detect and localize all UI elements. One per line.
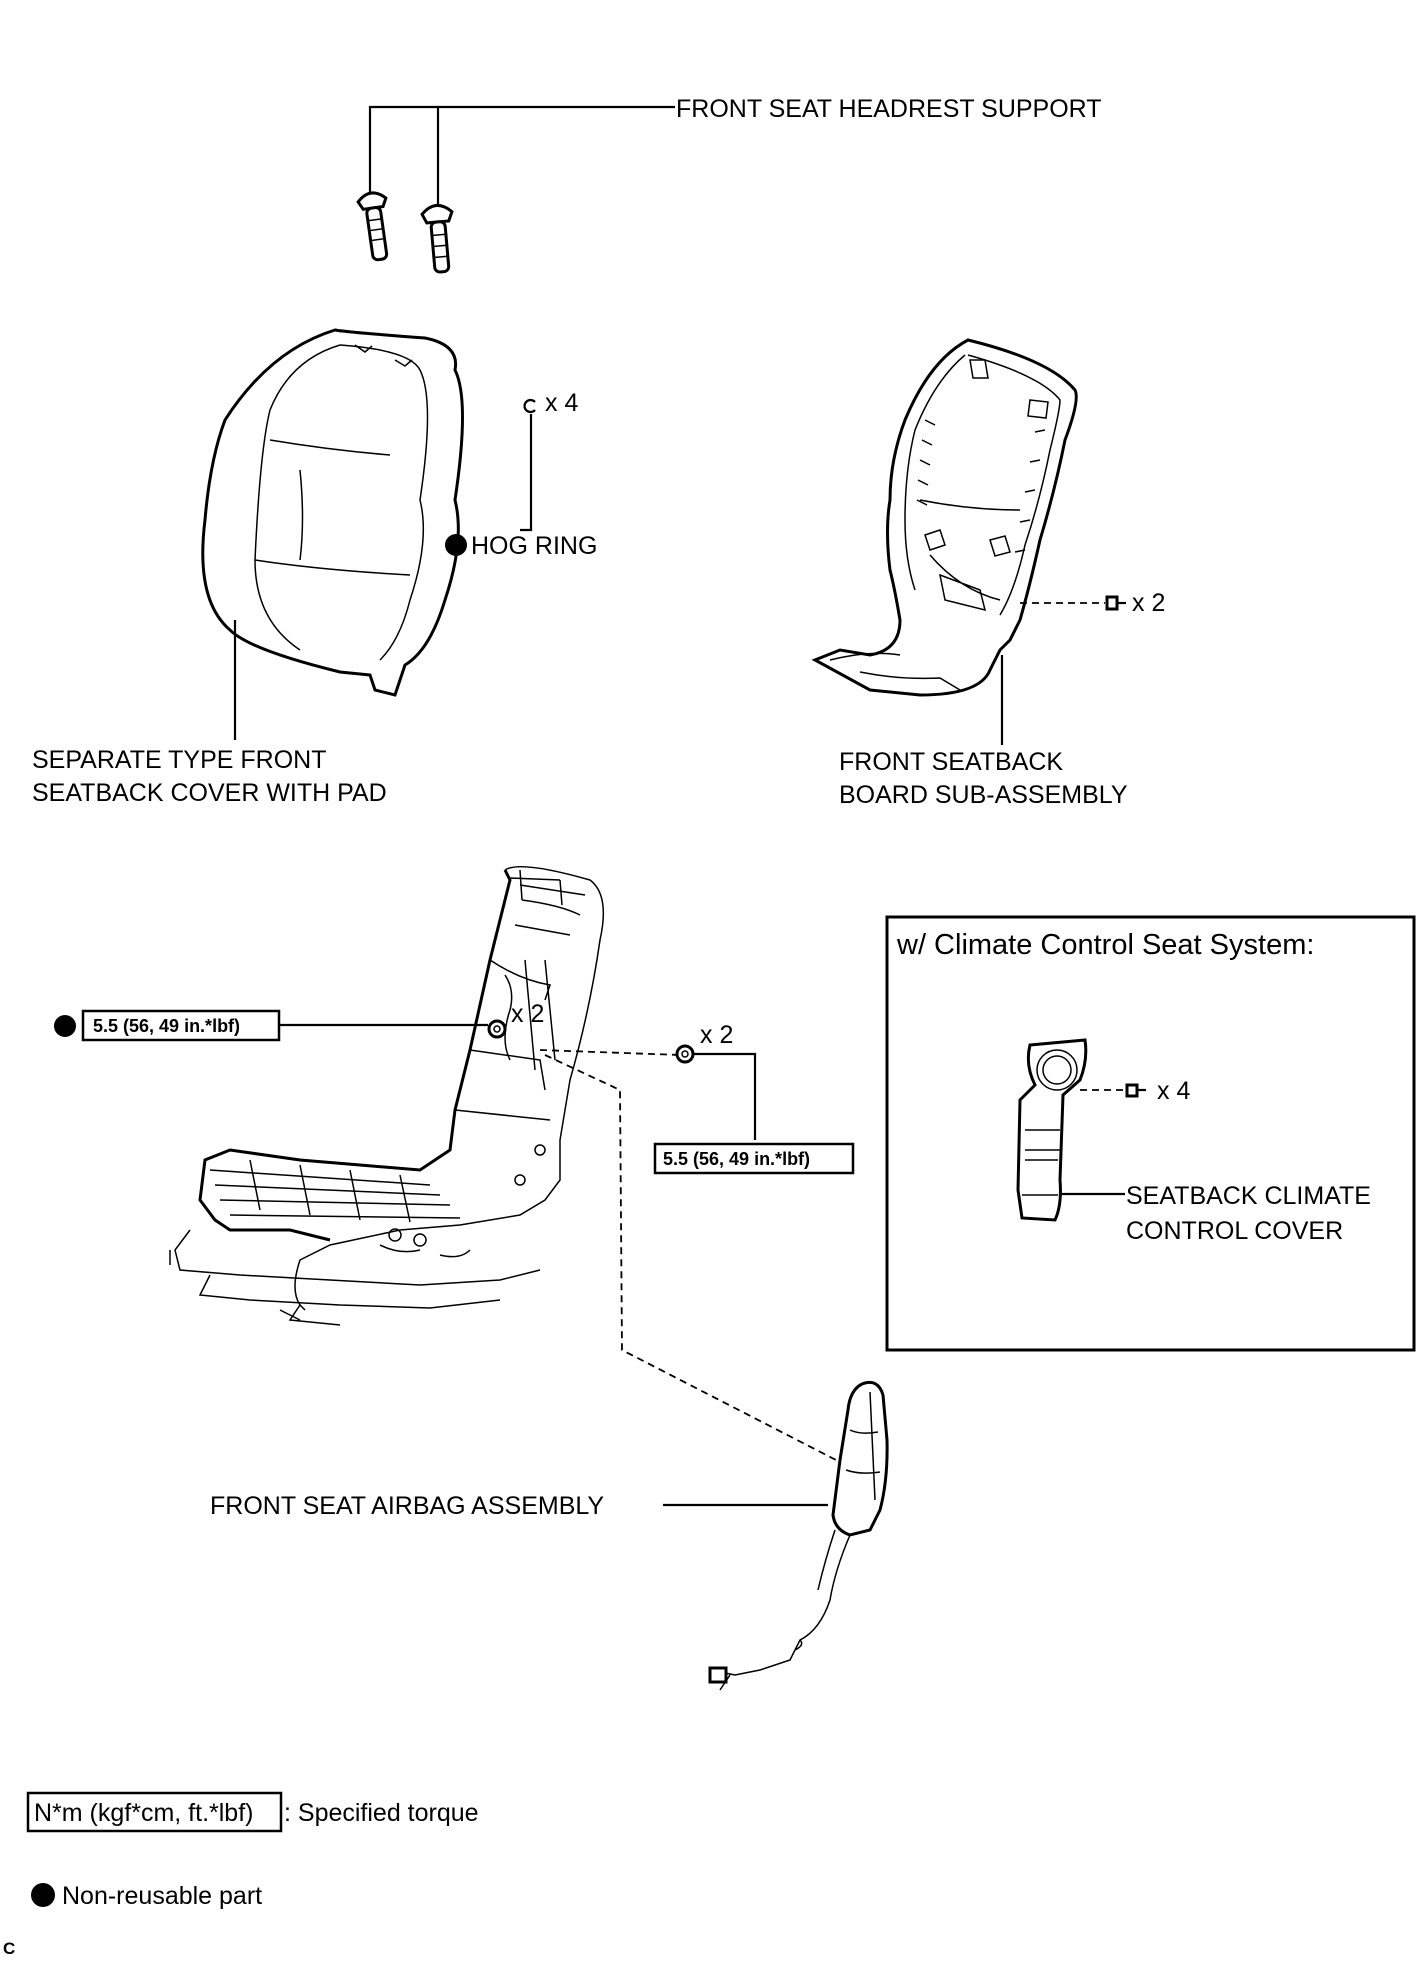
hog-ring-part xyxy=(520,398,536,532)
torque-box xyxy=(653,1142,855,1175)
hog-ring-label: HOG RING xyxy=(471,532,597,560)
non-reusable-icon xyxy=(445,534,467,556)
climate-control-cover-part xyxy=(1016,1038,1088,1222)
seatback-cover-label-line2: SEATBACK COVER WITH PAD xyxy=(32,779,387,807)
corner-mark: C xyxy=(3,1939,15,1958)
board-screw-quantity: x 2 xyxy=(1132,589,1165,617)
torque-box xyxy=(81,1009,281,1042)
non-reusable-icon xyxy=(31,1883,55,1907)
airbag-nut-torque-value: 5.5 (56, 49 in.*lbf) xyxy=(93,1016,240,1036)
climate-box-title: w/ Climate Control Seat System: xyxy=(896,929,1314,961)
airbag-nut-quantity: x 2 xyxy=(511,1000,544,1028)
legend-non-reusable-description: Non-reusable part xyxy=(62,1882,262,1910)
climate-cover-label-line2: CONTROL COVER xyxy=(1126,1217,1343,1245)
seatback-board-label-line1: FRONT SEATBACK xyxy=(839,748,1063,776)
headrest-support-label: FRONT SEAT HEADREST SUPPORT xyxy=(676,95,1102,123)
airbag-assembly-label: FRONT SEAT AIRBAG ASSEMBLY xyxy=(210,1492,604,1520)
seatback-cover-part xyxy=(201,328,464,697)
headrest-support-parts xyxy=(356,105,675,274)
climate-cover-label-line1: SEATBACK CLIMATE xyxy=(1126,1182,1371,1210)
climate-screw-quantity: x 4 xyxy=(1157,1077,1190,1105)
seat-frame-part xyxy=(169,865,605,1326)
climate-screw-part xyxy=(1125,1083,1146,1098)
seatback-cover-label-line1: SEPARATE TYPE FRONT xyxy=(32,746,327,774)
frame-nut-torque-value: 5.5 (56, 49 in.*lbf) xyxy=(663,1149,810,1169)
seatback-board-label-line2: BOARD SUB-ASSEMBLY xyxy=(839,781,1128,809)
hog-ring-quantity: x 4 xyxy=(545,389,578,417)
legend-torque-box xyxy=(26,1791,283,1833)
legend-torque-description: : Specified torque xyxy=(284,1799,479,1827)
legend-torque-unit: N*m (kgf*cm, ft.*lbf) xyxy=(34,1799,253,1827)
airbag-assembly-part xyxy=(708,1380,889,1691)
board-screw-part xyxy=(1105,595,1126,611)
climate-control-inset-box xyxy=(885,915,1416,1352)
frame-nut-quantity: x 2 xyxy=(700,1021,733,1049)
seatback-board-part xyxy=(811,338,1078,697)
frame-nut-part xyxy=(675,1044,695,1064)
non-reusable-icon xyxy=(54,1015,76,1037)
airbag-nut-part xyxy=(487,1019,507,1039)
